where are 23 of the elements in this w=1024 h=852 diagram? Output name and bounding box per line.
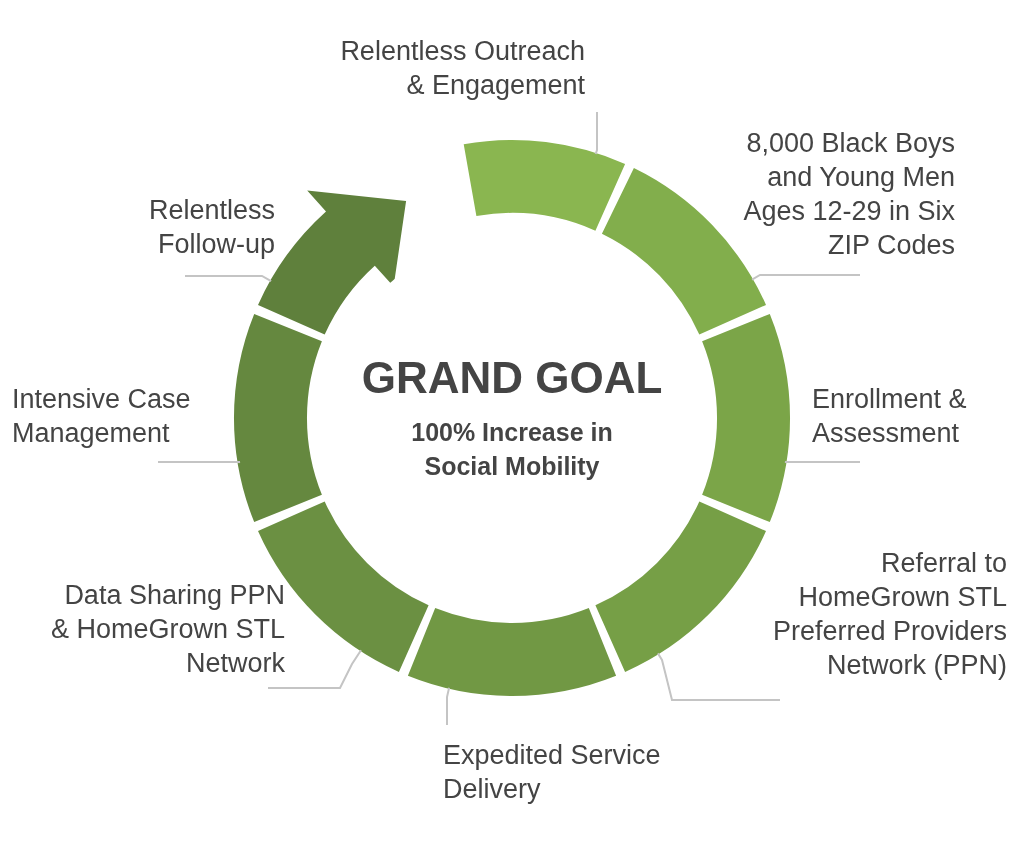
leader-line bbox=[751, 274, 861, 281]
goal-subtitle: 100% Increase in Social Mobility bbox=[410, 417, 614, 482]
ring-segment bbox=[233, 313, 322, 523]
leader-line bbox=[784, 461, 861, 464]
stage-label: Intensive Case Management bbox=[12, 382, 217, 450]
stage-label: Relentless Outreach & Engagement bbox=[320, 34, 585, 102]
stage-label: Data Sharing PPN & HomeGrown STL Network bbox=[45, 578, 285, 680]
leader-line bbox=[446, 686, 451, 726]
ring-segment bbox=[463, 140, 626, 231]
ring-segment bbox=[407, 608, 617, 697]
leader-line bbox=[656, 652, 781, 701]
stage-label: Enrollment & Assessment bbox=[812, 382, 997, 450]
ring-segment bbox=[702, 313, 791, 523]
stage-label: Relentless Follow-up bbox=[95, 193, 275, 261]
leader-line bbox=[267, 649, 362, 689]
ring-segment bbox=[595, 501, 766, 672]
stage-label: Expedited Service Delivery bbox=[443, 738, 703, 806]
stage-label: 8,000 Black Boys and Young Men Ages 12-29 in Six ZIP Codes bbox=[715, 126, 955, 262]
stage-label: Referral to HomeGrown STL Preferred Providers Network (PPN) bbox=[745, 546, 1007, 682]
leader-line bbox=[594, 111, 598, 155]
leader-line bbox=[184, 275, 273, 283]
leader-line bbox=[157, 461, 241, 464]
goal-heading: GRAND GOAL bbox=[361, 353, 663, 403]
